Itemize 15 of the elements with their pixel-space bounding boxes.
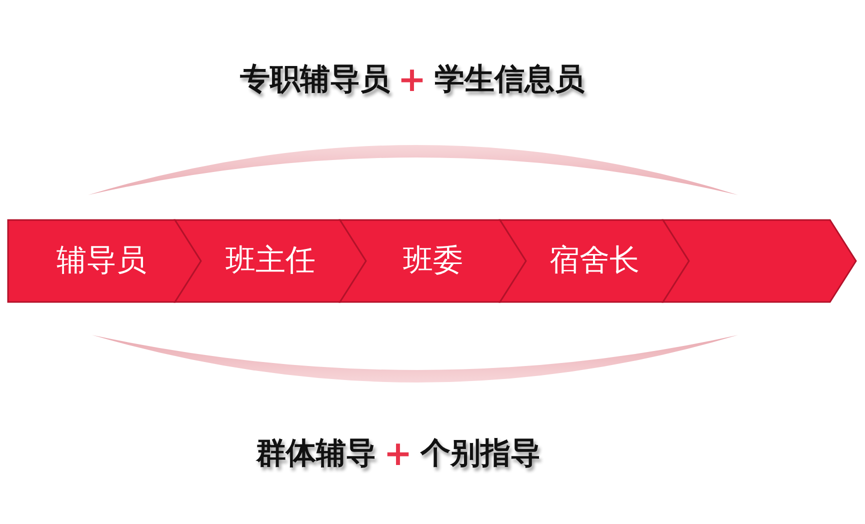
chevron-step (8, 220, 201, 302)
chevron-step (175, 220, 366, 302)
plus-sign: + (384, 434, 412, 474)
step-label: 宿舍长 (550, 242, 640, 280)
step-label: 辅导员 (56, 242, 146, 280)
heading-text: 专职辅导员 (240, 61, 390, 99)
step-label: 班主任 (226, 242, 316, 280)
chevron-step (500, 220, 689, 302)
step-label: 班委 (403, 242, 463, 280)
heading-text: 群体辅导 (256, 435, 376, 473)
heading-text: 学生信息员 (434, 61, 584, 99)
chevron-step (340, 220, 526, 302)
heading-text: 个别指导 (420, 435, 540, 473)
chevron-step (663, 220, 856, 302)
plus-sign: + (398, 60, 426, 100)
